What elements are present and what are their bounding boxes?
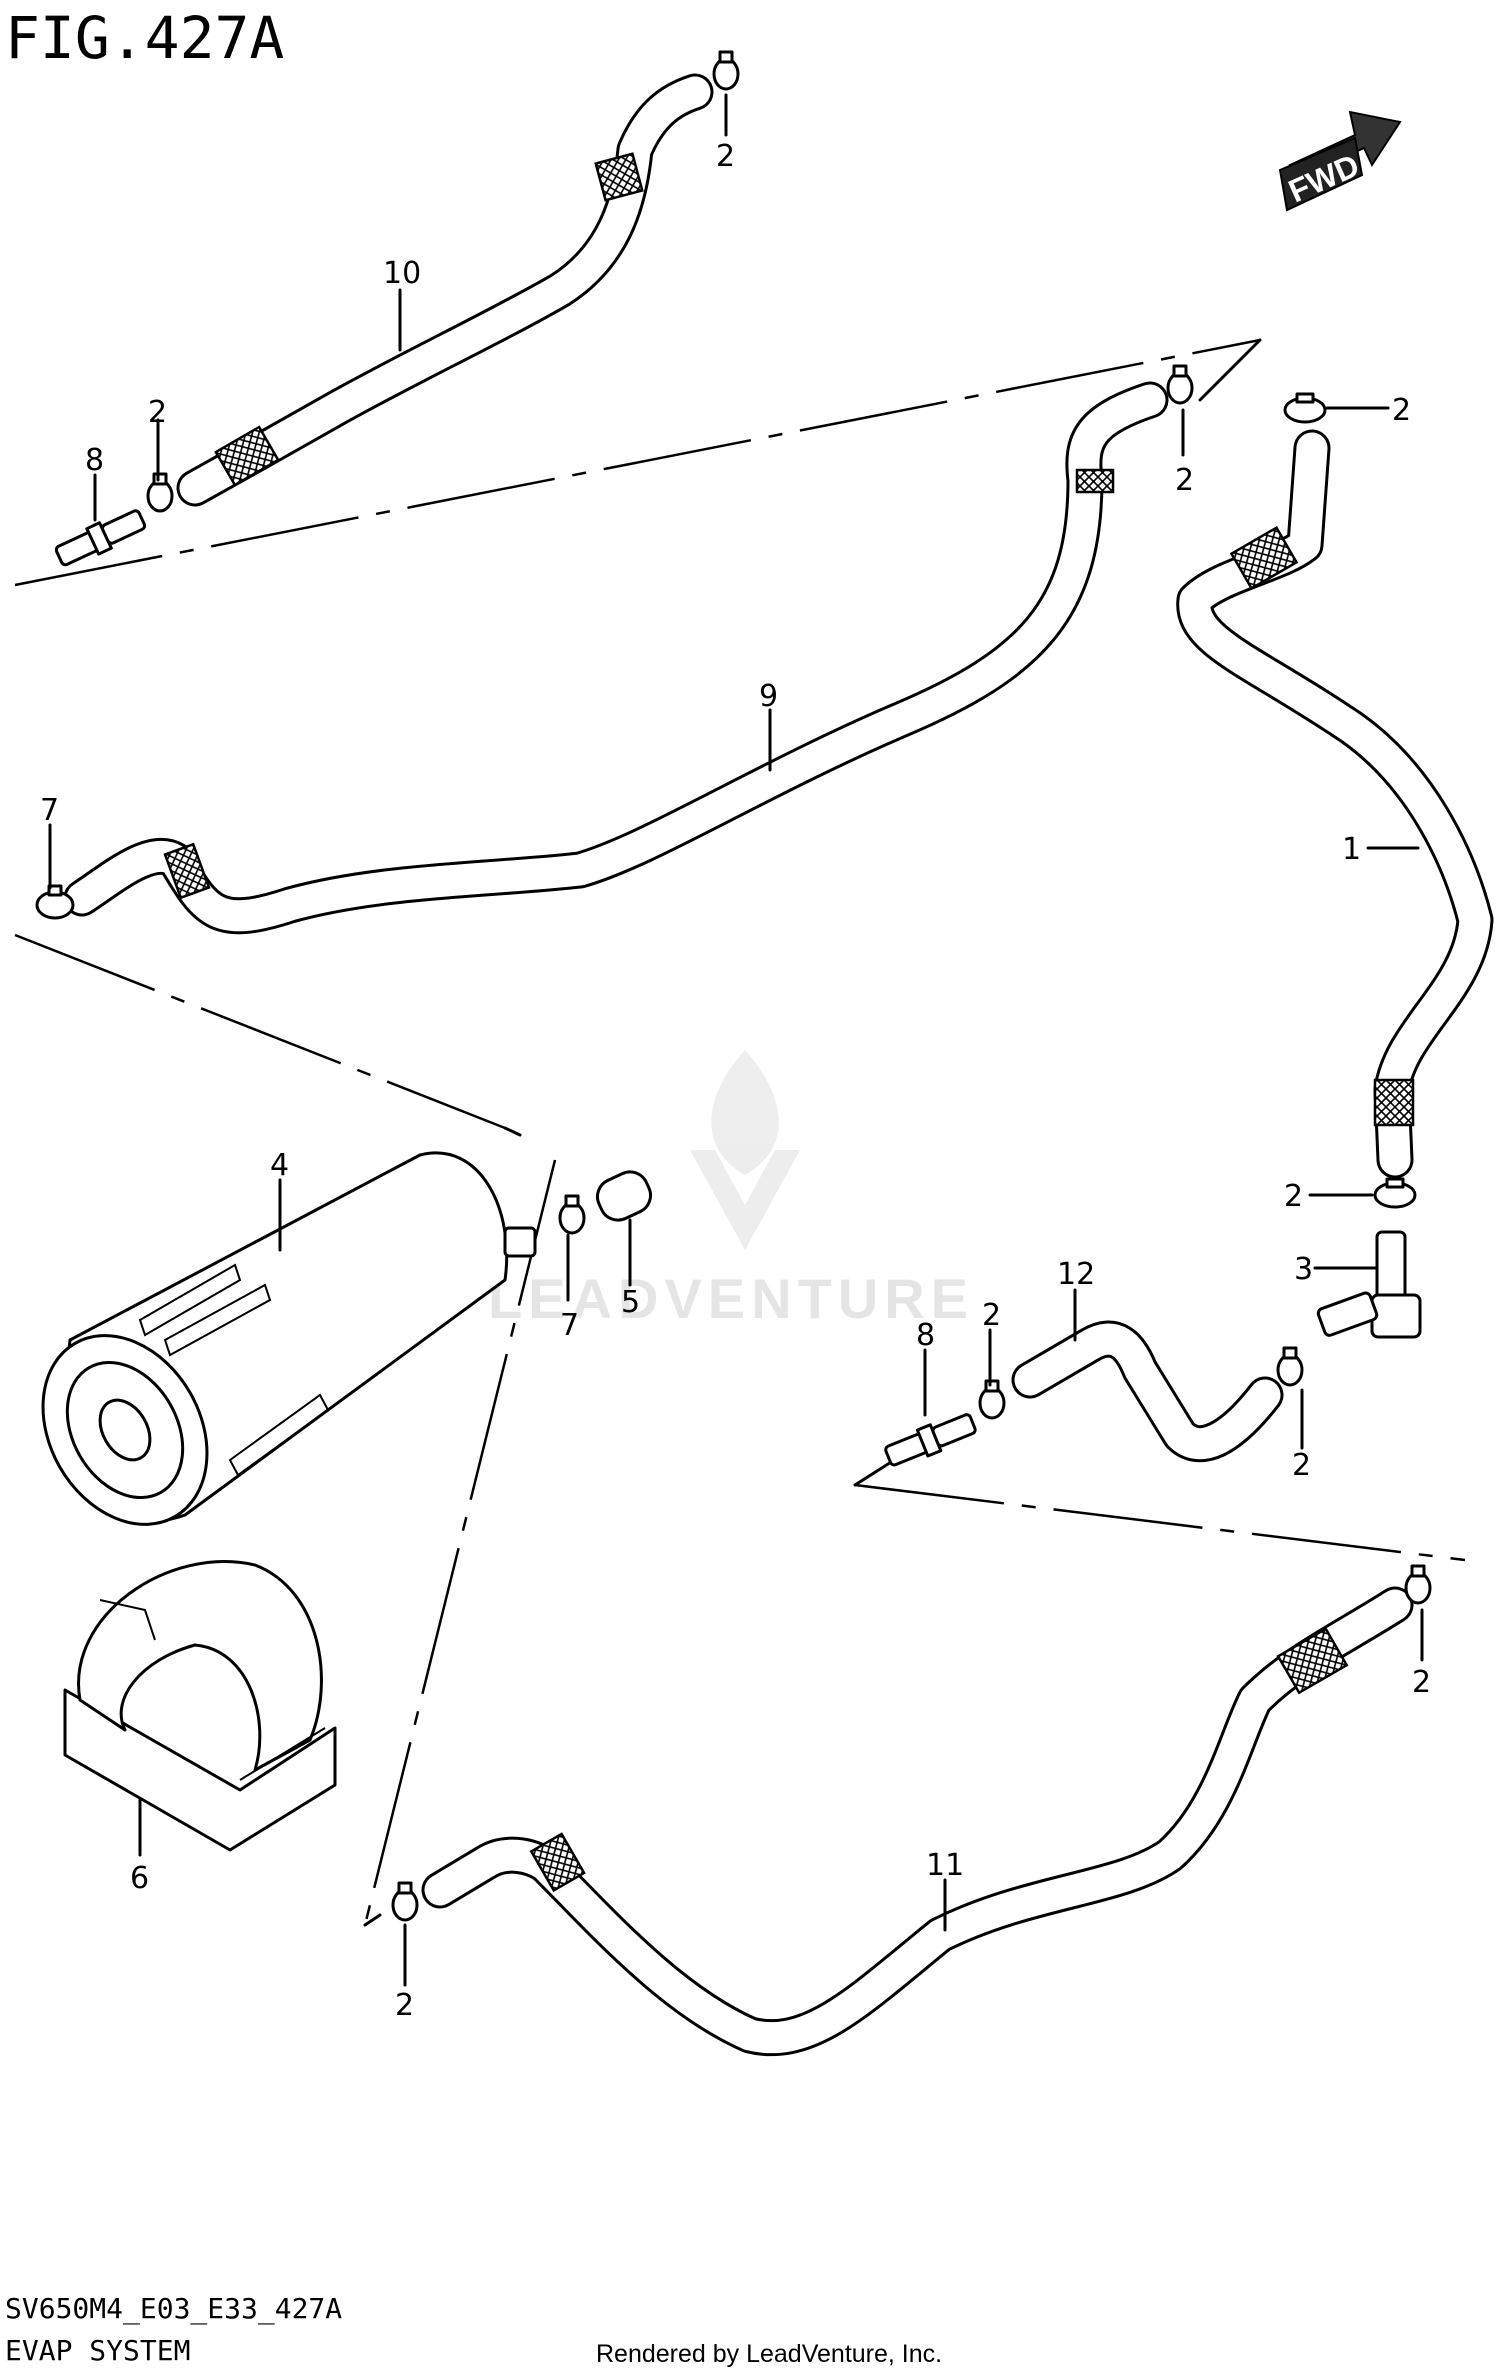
rendered-by-credit: Rendered by LeadVenture, Inc. — [596, 2340, 942, 2368]
callout-11: 11 — [926, 1848, 964, 1883]
callouts: 2 10 2 8 2 2 9 7 1 4 7 5 2 3 12 8 2 2 2 … — [40, 139, 1431, 2023]
callout-7: 7 — [40, 793, 59, 828]
bracket-6 — [63, 1560, 337, 1852]
callout-4: 4 — [270, 1148, 289, 1183]
callout-2: 2 — [716, 139, 735, 174]
elbow-connector-3 — [1316, 1230, 1422, 1339]
clamp-2-left — [146, 472, 174, 513]
callout-2: 2 — [1392, 393, 1411, 428]
clamp-2-lower-left — [391, 1881, 419, 1922]
clamp-parts — [35, 50, 1432, 1922]
figure-title: FIG.427A — [5, 4, 284, 72]
callout-1: 1 — [1342, 832, 1361, 867]
clamp-2-right-top — [1283, 392, 1327, 424]
callout-8: 8 — [916, 1318, 935, 1353]
clamp-2-lower-right — [1404, 1564, 1432, 1605]
callout-2: 2 — [1412, 1665, 1431, 1700]
hose-1 — [1176, 429, 1494, 1179]
callout-12: 12 — [1057, 1257, 1095, 1292]
figure-code: SV650M4_E03_E33_427A — [5, 2292, 342, 2326]
clamp-2-mid — [1166, 364, 1194, 405]
clamp-2-top — [712, 50, 740, 91]
hose-10 — [176, 73, 714, 507]
clamp-2-bottom-mid — [1276, 1346, 1304, 1387]
clamp-2-right-mid — [1373, 1177, 1417, 1209]
leader-lines — [48, 93, 1424, 1987]
hose-11 — [421, 1586, 1414, 2057]
clamp-7-canister — [558, 1194, 586, 1235]
callout-5: 5 — [621, 1285, 640, 1320]
hose-12 — [1011, 1320, 1284, 1463]
callout-2: 2 — [1292, 1448, 1311, 1483]
canister-4 — [41, 1151, 537, 1526]
connector-8-top — [54, 509, 147, 567]
callout-2: 2 — [1175, 463, 1194, 498]
fwd-arrow-icon: FWD — [1278, 110, 1402, 212]
callout-2: 2 — [395, 1988, 414, 2023]
callout-2: 2 — [1284, 1179, 1303, 1214]
callout-6: 6 — [130, 1861, 149, 1896]
clamp-7-left — [35, 884, 75, 920]
callout-10: 10 — [383, 256, 421, 291]
callout-3: 3 — [1294, 1252, 1313, 1287]
clamp-2-bottom-left — [978, 1379, 1006, 1420]
figure-name: EVAP SYSTEM — [5, 2334, 190, 2367]
connector-8-bottom — [884, 1413, 977, 1467]
hose-9 — [63, 381, 1169, 935]
leadventure-watermark: LEADVENTURE — [488, 1050, 968, 1330]
callout-7: 7 — [560, 1308, 579, 1343]
callout-2: 2 — [148, 395, 167, 430]
callout-2: 2 — [982, 1298, 1001, 1333]
callout-8: 8 — [85, 443, 104, 478]
callout-9: 9 — [759, 679, 778, 714]
sleeve-5 — [595, 1170, 653, 1222]
